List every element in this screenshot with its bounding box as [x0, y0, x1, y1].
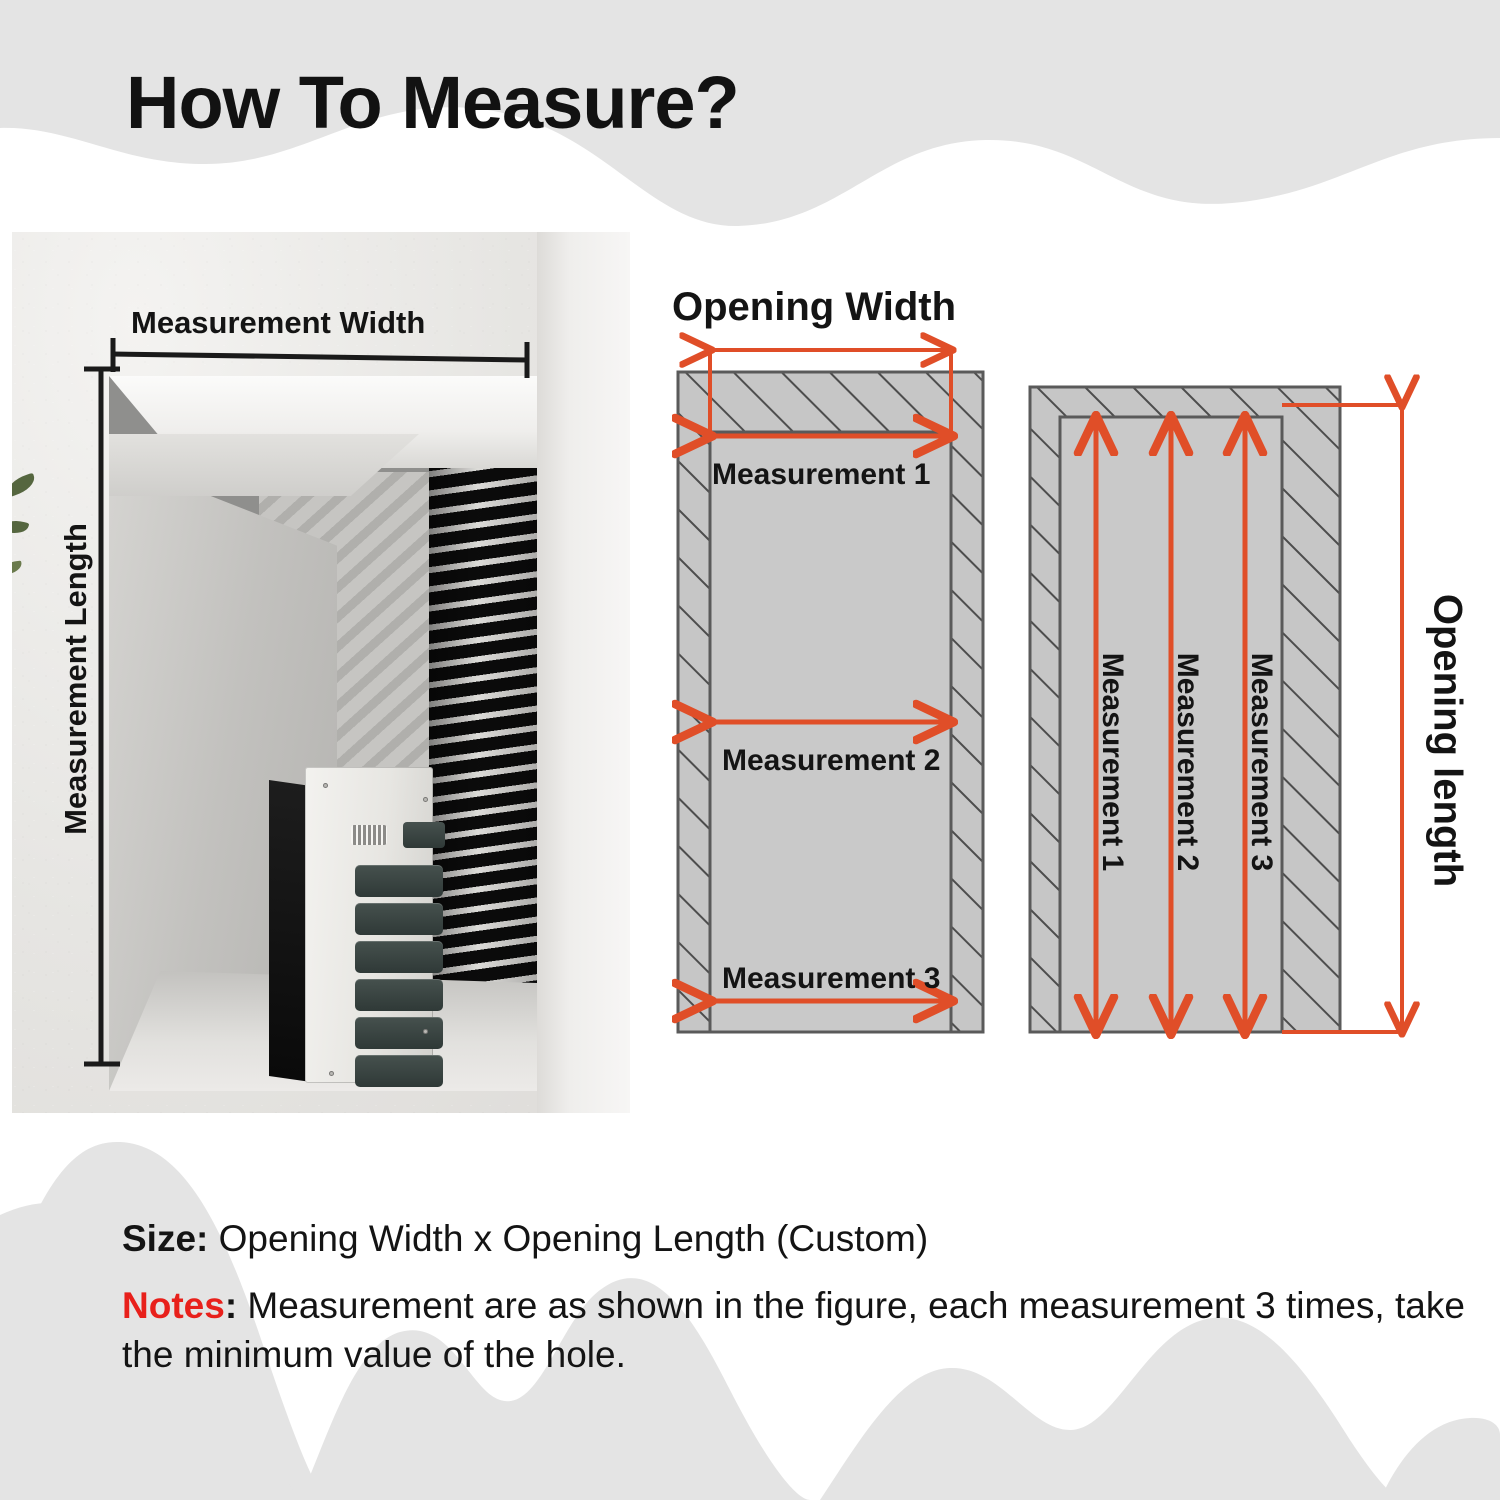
tower-vent-grille [351, 825, 387, 845]
photo-right-wall-return [537, 232, 630, 1113]
tower-screw [423, 1029, 428, 1034]
length-diagram [1028, 387, 1402, 1032]
tower-screw [329, 1071, 334, 1076]
tower-drive-bay [355, 903, 443, 935]
niche-photo [12, 232, 630, 1113]
length-measurement-1-label: Measurement 1 [1096, 652, 1129, 872]
page-title: How To Measure? [126, 61, 740, 144]
tower-screw [423, 797, 428, 802]
photo-dimension-overlay [84, 338, 530, 1067]
footer-notes: Size: Opening Width x Opening Length (Cu… [122, 1214, 1472, 1380]
width-measurement-2-label: Measurement 2 [722, 744, 941, 777]
width-diagram-opening [708, 430, 953, 1034]
tower-drive-bay [355, 941, 443, 973]
width-diagram [678, 350, 985, 1034]
computer-tower [269, 767, 445, 1087]
length-measurement-3-label: Measurement 3 [1245, 652, 1278, 872]
size-value: Opening Width x Opening Length (Custom) [218, 1218, 929, 1259]
size-lead: Size [122, 1218, 197, 1259]
measurement-diagrams [640, 232, 1500, 1113]
size-line: Size: Opening Width x Opening Length (Cu… [122, 1214, 1472, 1263]
tower-power-panel [403, 822, 445, 848]
length-measurement-2-label: Measurement 2 [1171, 652, 1204, 872]
tower-drive-bay [355, 1055, 443, 1087]
opening-width-heading: Opening Width [672, 285, 957, 329]
tower-front-panel [305, 767, 445, 1087]
tower-screw [323, 783, 328, 788]
wall-niche-recess [109, 376, 537, 1091]
notes-separator: : [224, 1285, 248, 1327]
measurement-length-label: Measurement Length [58, 523, 93, 835]
notes-value: Measurement are as shown in the figure, … [122, 1285, 1465, 1376]
measurement-width-label: Measurement Width [131, 305, 426, 340]
size-separator: : [196, 1218, 219, 1259]
opening-length-heading: Opening length [1425, 593, 1470, 888]
tower-drive-bay [355, 1017, 443, 1049]
notes-line: Notes: Measurement are as shown in the f… [122, 1281, 1472, 1379]
tower-drive-bay [355, 979, 443, 1011]
notes-lead: Notes [122, 1285, 225, 1327]
tower-drive-bay [355, 865, 443, 897]
opening-length-dimension [1282, 405, 1402, 1032]
width-measurement-1-label: Measurement 1 [712, 458, 931, 491]
width-measurement-3-label: Measurement 3 [722, 962, 941, 995]
